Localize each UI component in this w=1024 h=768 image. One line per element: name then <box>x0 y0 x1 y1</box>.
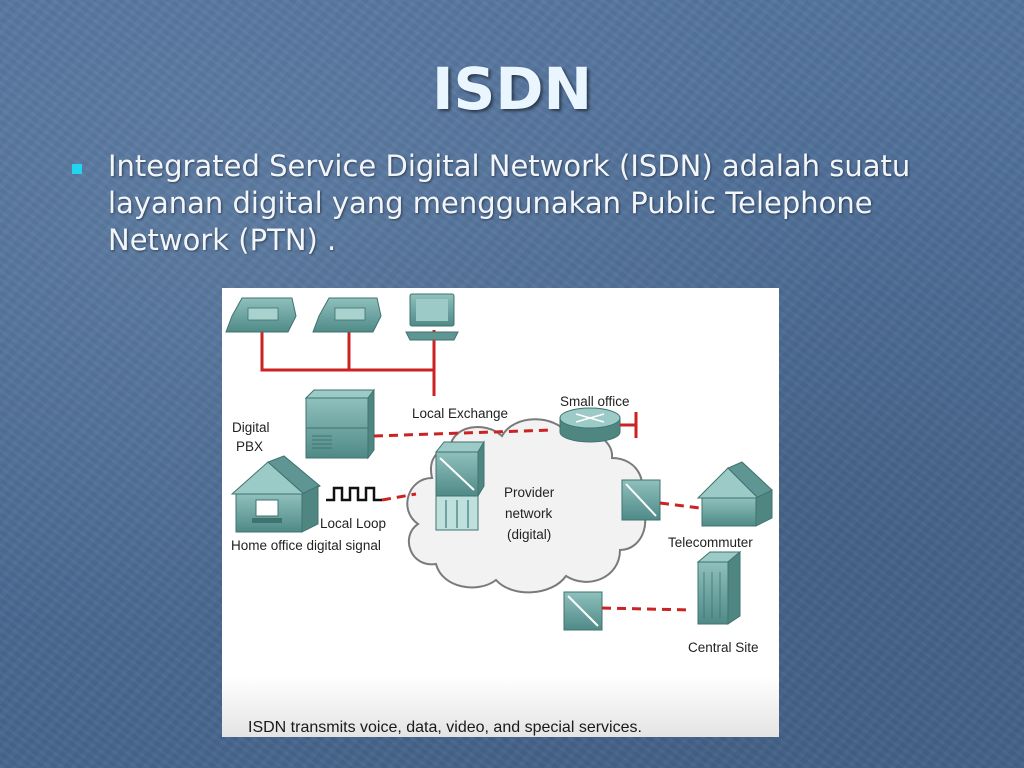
computer-icon <box>405 293 459 341</box>
label-digital-pbx-line1: Digital <box>232 420 270 435</box>
router-icon <box>559 407 621 443</box>
label-digital-pbx-line2: PBX <box>236 439 263 454</box>
label-home-office: Home office digital signal <box>231 538 381 553</box>
bullet-marker <box>72 164 82 174</box>
bullet-list: Integrated Service Digital Network (ISDN… <box>70 148 950 259</box>
telephone-icon <box>312 297 382 333</box>
label-provider-line1: Provider <box>504 485 555 500</box>
caption-band <box>222 676 779 737</box>
local-loop-signal <box>326 486 382 502</box>
digital-links <box>373 428 701 612</box>
label-local-exchange: Local Exchange <box>412 406 508 421</box>
label-telecommuter: Telecommuter <box>668 535 753 550</box>
pbx-links <box>260 330 436 396</box>
switch-icon <box>563 591 603 631</box>
diagram-caption: ISDN transmits voice, data, video, and s… <box>248 719 642 736</box>
exchange-switch-icon <box>434 440 485 531</box>
bullet-item: Integrated Service Digital Network (ISDN… <box>108 149 911 257</box>
home-office-icon <box>230 455 321 533</box>
isdn-diagram-svg: Digital PBX Local Exchange Small office … <box>222 293 779 737</box>
telephone-icon <box>225 297 297 333</box>
label-local-loop: Local Loop <box>320 516 386 531</box>
central-site-icon <box>696 550 742 625</box>
pbx-icon <box>304 388 375 460</box>
telecommuter-house-icon <box>696 461 773 527</box>
label-small-office: Small office <box>560 394 630 409</box>
label-provider-line2: network <box>505 506 553 521</box>
slide-title: ISDN <box>431 55 593 123</box>
isdn-diagram: Digital PBX Local Exchange Small office … <box>222 288 779 737</box>
label-provider-line3: (digital) <box>507 527 551 542</box>
label-central-site: Central Site <box>688 640 759 655</box>
switch-icon <box>621 479 661 521</box>
